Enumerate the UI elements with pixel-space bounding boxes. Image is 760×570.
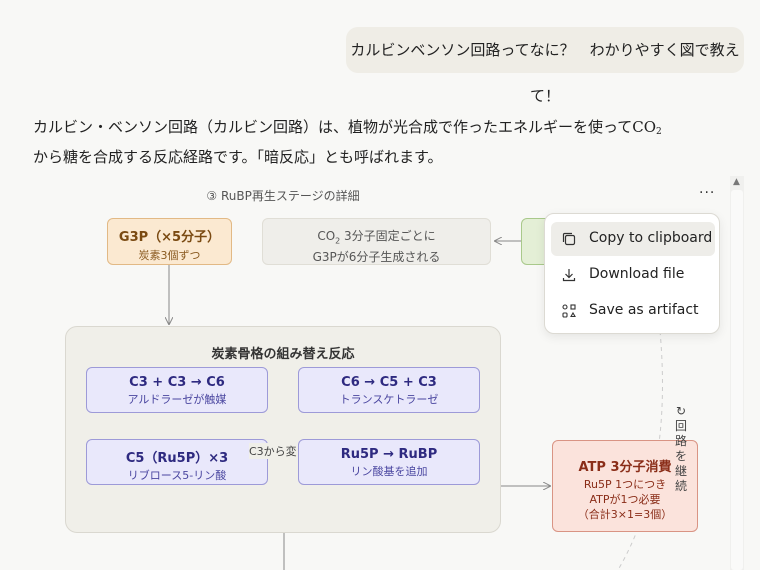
menu-item-save-as-artifact[interactable]: Save as artifact <box>551 294 715 328</box>
scroll-up-arrow-icon[interactable]: ▲ <box>733 177 740 187</box>
reaction-sub: リブロース5-リン酸 <box>127 469 227 482</box>
cycle-continue-text: 回路を継続 <box>674 419 687 493</box>
artifact-options-menu: Copy to clipboard Download file Save as … <box>544 213 720 334</box>
atp-detail: Ru5P 1つにつき ATPが1つ必要 （合計3×1=3個） <box>577 478 673 521</box>
g3p-title: G3P（×5分子） <box>118 230 221 245</box>
cycle-continue-label: ↻ 回路を継続 <box>673 404 689 494</box>
more-options-button[interactable]: ··· <box>699 185 716 201</box>
reaction-title: C3 + C3 → C6 <box>129 375 225 390</box>
reaction-box-ru5p: C5（Ru5P）×3 リブロース5-リン酸 <box>86 439 268 485</box>
answer-line-2: から糖を合成する反応経路です。「暗反応」とも呼ばれます。 <box>33 148 443 166</box>
artifact-icon <box>562 304 576 318</box>
reaction-sub: リン酸基を追加 <box>350 465 428 478</box>
copy-icon <box>562 232 576 246</box>
menu-item-label: Save as artifact <box>589 302 699 318</box>
reaction-title: Ru5P → RuBP <box>340 447 438 462</box>
g3p-box: G3P（×5分子） 炭素3個ずつ <box>107 218 232 265</box>
menu-item-download-file[interactable]: Download file <box>551 258 715 292</box>
cycle-icon: ↻ <box>675 404 687 418</box>
answer-line-1: カルビン・ベンソン回路（カルビン回路）は、植物が光合成で作ったエネルギーを使って… <box>33 118 662 137</box>
menu-item-label: Download file <box>589 266 685 282</box>
c3-note: C3から変 <box>249 443 297 459</box>
scrollbar-thumb[interactable] <box>731 190 743 570</box>
g3p-sub: 炭素3個ずつ <box>138 249 201 262</box>
reaction-title: C6 → C5 + C3 <box>341 375 437 390</box>
assistant-answer: カルビン・ベンソン回路（カルビン回路）は、植物が光合成で作ったエネルギーを使って… <box>33 115 733 170</box>
co2-note-box: CO2 3分子固定ごとに G3Pが6分子生成される <box>262 218 491 265</box>
menu-item-copy-to-clipboard[interactable]: Copy to clipboard <box>551 222 715 256</box>
reaction-box-rubp: Ru5P → RuBP リン酸基を追加 <box>298 439 480 485</box>
reaction-box-aldolase: C3 + C3 → C6 アルドラーゼが触媒 <box>86 367 268 413</box>
reaction-box-transketolase: C6 → C5 + C3 トランスケトラーゼ <box>298 367 480 413</box>
atp-box: ATP 3分子消費 Ru5P 1つにつき ATPが1つ必要 （合計3×1=3個） <box>552 440 698 532</box>
co2-note-line1: CO2 3分子固定ごとに <box>317 229 436 246</box>
download-icon <box>562 269 576 282</box>
menu-item-label: Copy to clipboard <box>589 230 713 246</box>
co2-note-line2: G3Pが6分子生成される <box>312 250 441 265</box>
user-message-bubble: カルビンベンソン回路ってなに？ わかりやすく図で教えて！ <box>346 27 744 105</box>
reaction-sub: トランスケトラーゼ <box>339 393 439 406</box>
frame-title: 炭素骨格の組み替え反応 <box>211 347 355 362</box>
reaction-sub: アルドラーゼが触媒 <box>127 393 227 406</box>
rearrangement-frame <box>65 326 501 533</box>
stage-title: ③ RuBP再生ステージの詳細 <box>206 189 360 203</box>
atp-title: ATP 3分子消費 <box>578 460 672 475</box>
reaction-title: C5（Ru5P）×3 <box>125 451 229 466</box>
